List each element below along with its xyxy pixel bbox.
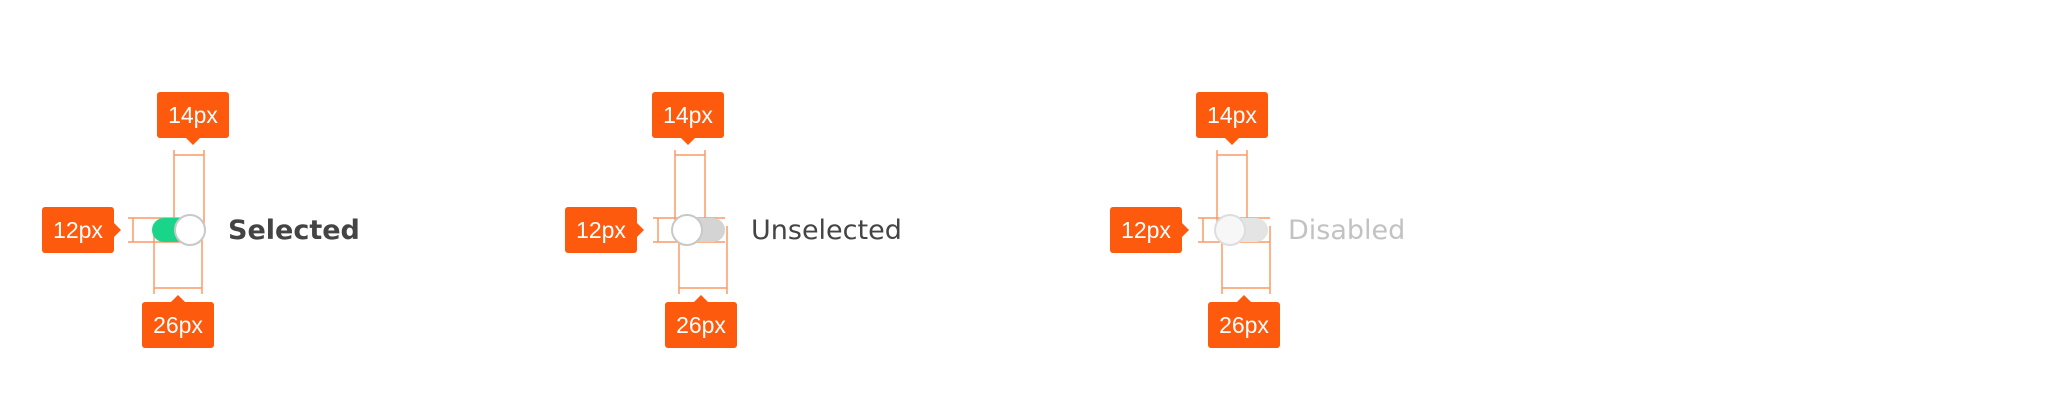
width-annotation-tag: 14px <box>1196 92 1268 145</box>
switch-knob <box>174 214 206 246</box>
height-annotation-tag: 12px <box>565 207 644 253</box>
state-label: Disabled <box>1288 215 1406 246</box>
spec-disabled: 14px 12px 26px Disabled <box>1110 0 1670 405</box>
state-label: Unselected <box>751 215 902 246</box>
spec-selected: 14px 12px 26px Selected <box>40 0 600 405</box>
length-annotation-tag: 26px <box>142 295 214 348</box>
measurement-guides <box>1198 150 1271 294</box>
toggle-switch-disabled <box>1214 214 1268 246</box>
length-annotation-tag: 26px <box>1208 295 1280 348</box>
length-annotation-tag: 26px <box>665 295 737 348</box>
spec-unselected: 14px 12px 26px Unselected <box>565 0 1125 405</box>
measurement-guides <box>128 150 205 294</box>
toggle-switch-unselected[interactable] <box>671 214 725 246</box>
width-annotation-tag: 14px <box>652 92 724 145</box>
switch-knob <box>1214 214 1246 246</box>
height-annotation-tag: 12px <box>42 207 121 253</box>
measurement-guides <box>653 150 728 294</box>
width-annotation-tag: 14px <box>157 92 229 145</box>
state-label: Selected <box>228 215 360 246</box>
height-annotation-tag: 12px <box>1110 207 1189 253</box>
switch-knob <box>671 214 703 246</box>
toggle-switch-selected[interactable] <box>152 214 206 246</box>
